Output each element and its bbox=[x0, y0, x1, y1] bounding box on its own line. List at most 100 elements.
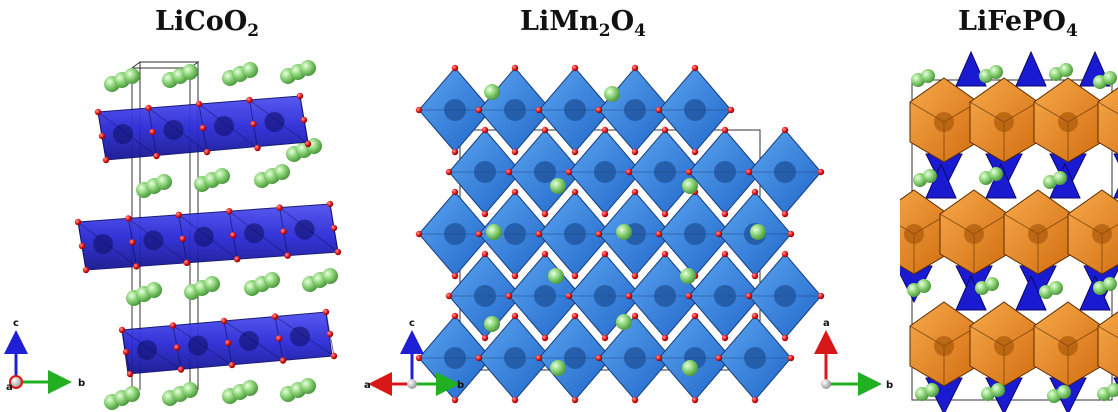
limn2o4-structure bbox=[415, 64, 825, 404]
title-lifepo4: LiFePO4 bbox=[958, 6, 1078, 41]
o-atom bbox=[661, 250, 669, 258]
mn-atom bbox=[504, 347, 526, 369]
o-atom bbox=[685, 168, 693, 176]
o-atom bbox=[481, 334, 489, 342]
o-atom bbox=[745, 168, 753, 176]
o-atom bbox=[330, 352, 338, 360]
o-atom bbox=[149, 128, 156, 136]
o-atom bbox=[475, 106, 483, 114]
o-atom bbox=[271, 313, 279, 320]
o-atom bbox=[691, 312, 699, 320]
o-atom bbox=[751, 312, 759, 320]
mn-atom bbox=[564, 99, 586, 121]
po4-tetrahedron bbox=[1015, 50, 1047, 87]
li-atom bbox=[548, 268, 564, 284]
o-atom bbox=[631, 396, 639, 404]
li-atom bbox=[124, 386, 140, 402]
licoo2-axis-b: b bbox=[78, 378, 85, 389]
o-atom bbox=[78, 242, 86, 250]
o-atom bbox=[781, 334, 789, 342]
o-atom bbox=[721, 126, 729, 134]
o-atom bbox=[300, 116, 308, 124]
fe-atom bbox=[994, 112, 1014, 132]
o-atom bbox=[721, 210, 729, 218]
o-atom bbox=[625, 168, 633, 176]
po4-tetrahedron bbox=[1113, 153, 1118, 164]
o-atom bbox=[74, 218, 82, 226]
fe-atom bbox=[934, 112, 954, 132]
mn-atom bbox=[714, 285, 736, 307]
li-atom bbox=[204, 276, 220, 292]
o-atom bbox=[535, 230, 543, 238]
o-atom bbox=[535, 354, 543, 362]
o-atom bbox=[451, 64, 459, 72]
o-atom bbox=[511, 64, 519, 72]
li-atom bbox=[925, 383, 939, 397]
licoo2-structure bbox=[74, 60, 342, 410]
li-atom bbox=[1107, 383, 1118, 397]
limn2o4-axis-b: b bbox=[457, 380, 464, 391]
o-atom bbox=[250, 120, 257, 128]
o-atom bbox=[175, 211, 182, 218]
o-atom bbox=[415, 106, 423, 114]
li-atom bbox=[680, 268, 696, 284]
limn2o4-axis-a: a bbox=[364, 380, 371, 391]
o-atom bbox=[102, 156, 110, 164]
o-atom bbox=[276, 204, 283, 211]
mn-atom bbox=[444, 223, 466, 245]
o-atom bbox=[661, 210, 669, 218]
o-atom bbox=[415, 230, 423, 238]
li-atom bbox=[682, 360, 698, 376]
co-atom bbox=[113, 124, 133, 144]
co-atom bbox=[239, 331, 259, 351]
lifepo4-axis-b: b bbox=[886, 380, 893, 391]
li-atom bbox=[985, 277, 999, 291]
o-atom bbox=[565, 168, 573, 176]
o-atom bbox=[118, 326, 126, 334]
co-atom bbox=[163, 120, 184, 140]
mn-atom bbox=[684, 223, 706, 245]
o-atom bbox=[451, 188, 459, 196]
o-atom bbox=[296, 92, 304, 100]
o-atom bbox=[330, 224, 338, 232]
li-atom bbox=[300, 378, 316, 394]
li-atom bbox=[274, 164, 290, 180]
o-atom bbox=[122, 348, 130, 356]
o-atom bbox=[334, 248, 342, 256]
co-atom bbox=[137, 340, 157, 360]
li-atom bbox=[264, 272, 280, 288]
o-atom bbox=[505, 292, 513, 300]
o-atom bbox=[445, 168, 453, 176]
o-atom bbox=[129, 239, 136, 246]
mn-atom bbox=[474, 161, 496, 183]
o-atom bbox=[195, 100, 203, 108]
o-atom bbox=[691, 148, 699, 156]
mn-atom bbox=[624, 347, 646, 369]
mn-atom bbox=[684, 99, 706, 121]
co-atom bbox=[188, 335, 208, 356]
o-atom bbox=[126, 370, 134, 378]
o-atom bbox=[721, 250, 729, 258]
li-atom bbox=[550, 360, 566, 376]
o-atom bbox=[601, 126, 609, 134]
fe-atom bbox=[904, 224, 924, 244]
li-atom bbox=[616, 224, 632, 240]
o-atom bbox=[173, 344, 181, 351]
li-atom bbox=[989, 65, 1003, 79]
o-atom bbox=[817, 168, 825, 176]
o-atom bbox=[571, 272, 579, 280]
li-atom bbox=[1059, 63, 1073, 77]
o-atom bbox=[727, 106, 735, 114]
mn-atom bbox=[534, 161, 556, 183]
mn-atom bbox=[474, 285, 496, 307]
co-atom bbox=[93, 234, 113, 254]
mn-atom bbox=[654, 161, 676, 183]
o-atom bbox=[511, 312, 519, 320]
o-atom bbox=[751, 188, 759, 196]
po4-tetrahedron bbox=[985, 162, 1017, 199]
o-atom bbox=[451, 312, 459, 320]
o-atom bbox=[631, 148, 639, 156]
o-atom bbox=[125, 215, 132, 222]
o-atom bbox=[98, 132, 106, 140]
mn-atom bbox=[534, 285, 556, 307]
